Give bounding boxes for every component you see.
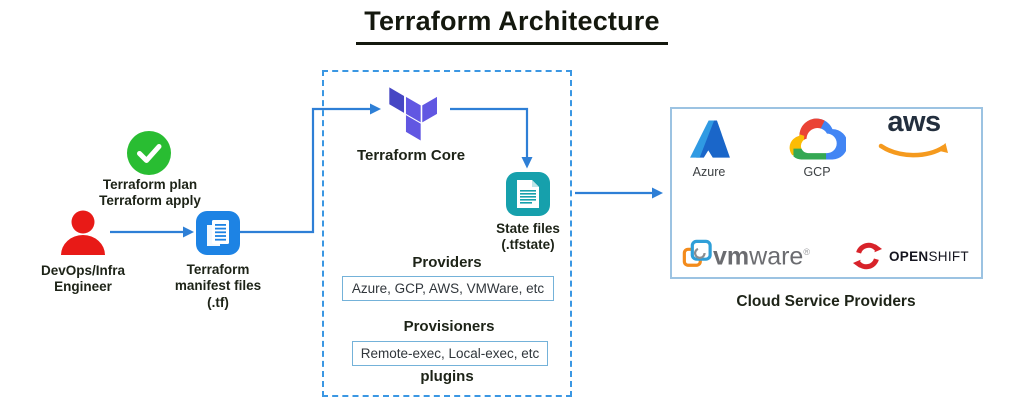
gcp-label: GCP [803, 165, 831, 179]
gcp-cloud-icon [788, 117, 846, 162]
plan-apply-label: Terraform plan Terraform apply [99, 177, 201, 209]
aws-smile-icon [877, 142, 951, 160]
openshift-arrows-icon [852, 241, 883, 271]
terraform-logo-icon [384, 79, 442, 143]
arrow-core-to-state [450, 107, 529, 157]
vmware-trademark: ® [803, 247, 810, 257]
page-title: Terraform Architecture [356, 6, 668, 45]
arrow-manifest-to-core [240, 107, 370, 234]
manifest-label: Terraform manifest files (.tf) [174, 262, 262, 310]
azure-logo-icon [688, 115, 732, 163]
engineer-label: DevOps/Infra Engineer [40, 263, 126, 295]
vmware-logo: vmware® [713, 242, 810, 271]
terraform-core-heading: Terraform Core [356, 147, 466, 164]
document-file-icon [196, 211, 240, 255]
vmware-boxes-icon [682, 239, 712, 269]
azure-label: Azure [692, 165, 726, 179]
state-files-label: State files (.tfstate) [496, 221, 560, 253]
person-icon [59, 208, 107, 256]
providers-box: Azure, GCP, AWS, VMWare, etc [342, 276, 554, 301]
provisioners-heading: Provisioners [403, 318, 495, 335]
plugins-label: plugins [420, 368, 474, 385]
state-file-icon [506, 172, 550, 216]
aws-logo: aws [887, 106, 941, 138]
page-title-wrap: Terraform Architecture [0, 6, 1024, 45]
provisioners-box: Remote-exec, Local-exec, etc [352, 341, 548, 366]
terraform-core-panel [322, 70, 572, 397]
openshift-logo: OPENSHIFT [889, 249, 969, 264]
providers-heading: Providers [412, 254, 482, 271]
cloud-providers-caption: Cloud Service Providers [736, 293, 916, 310]
check-circle-icon [127, 131, 171, 175]
